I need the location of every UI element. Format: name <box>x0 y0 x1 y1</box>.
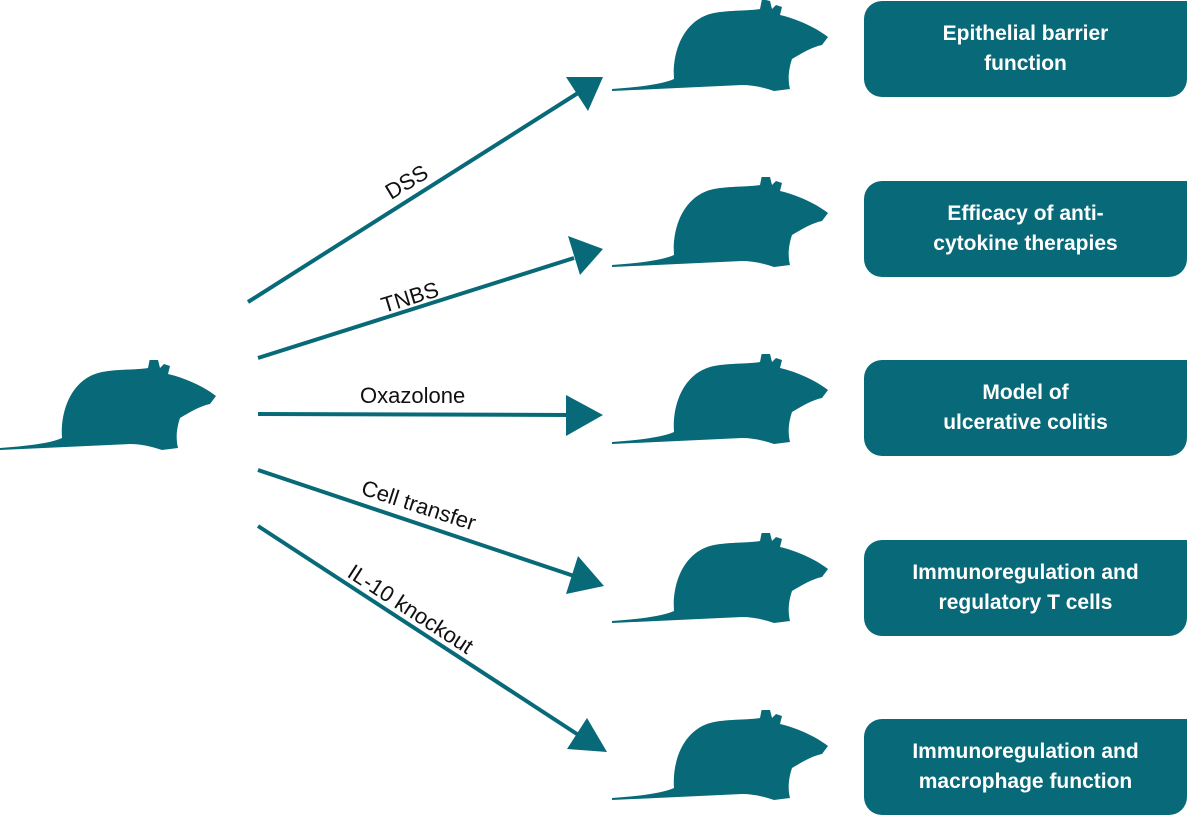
edge-label-dss: DSS <box>381 160 433 205</box>
arrow-il10-knockout <box>256 524 582 738</box>
outcome-text: Epithelial barrier function <box>942 22 1109 75</box>
target-mouse-icon <box>612 533 828 623</box>
arrowhead-icon <box>566 395 603 436</box>
edge-label-cell-transfer: Cell transfer <box>358 475 479 535</box>
arrow-tnbs <box>257 256 575 360</box>
arrow-oxazolone <box>257 412 569 417</box>
target-mouse-icon <box>612 0 828 91</box>
outcome-box-macrophage-function: Immunoregulation and macrophage function <box>864 719 1187 815</box>
arrowhead-icon <box>566 556 604 594</box>
outcome-text: Immunoregulation and macrophage function <box>912 740 1139 793</box>
edge-label-oxazolone: Oxazolone <box>360 383 465 408</box>
arrow-dss <box>246 91 580 304</box>
arrowhead-icon <box>567 718 607 752</box>
outcome-box-ulcerative-colitis: Model of ulcerative colitis <box>864 360 1187 456</box>
outcome-text: Model of ulcerative colitis <box>943 381 1108 434</box>
arrow-cell-transfer <box>257 468 575 578</box>
outcome-box-regulatory-t-cells: Immunoregulation and regulatory T cells <box>864 540 1187 636</box>
edge-label-il10-knockout: IL-10 knockout <box>343 559 478 659</box>
source-mouse-icon <box>0 360 216 450</box>
outcome-text: Immunoregulation and regulatory T cells <box>912 561 1139 614</box>
arrowhead-icon <box>568 236 603 275</box>
target-mouse-icon <box>612 710 828 800</box>
outcome-box-anti-cytokine: Efficacy of anti- cytokine therapies <box>864 181 1187 277</box>
outcome-box-epithelial-barrier: Epithelial barrier function <box>864 1 1187 97</box>
arrowhead-icon <box>566 77 603 111</box>
target-mouse-icon <box>612 354 828 444</box>
target-mouse-icon <box>612 177 828 267</box>
outcome-text: Efficacy of anti- cytokine therapies <box>933 202 1118 255</box>
